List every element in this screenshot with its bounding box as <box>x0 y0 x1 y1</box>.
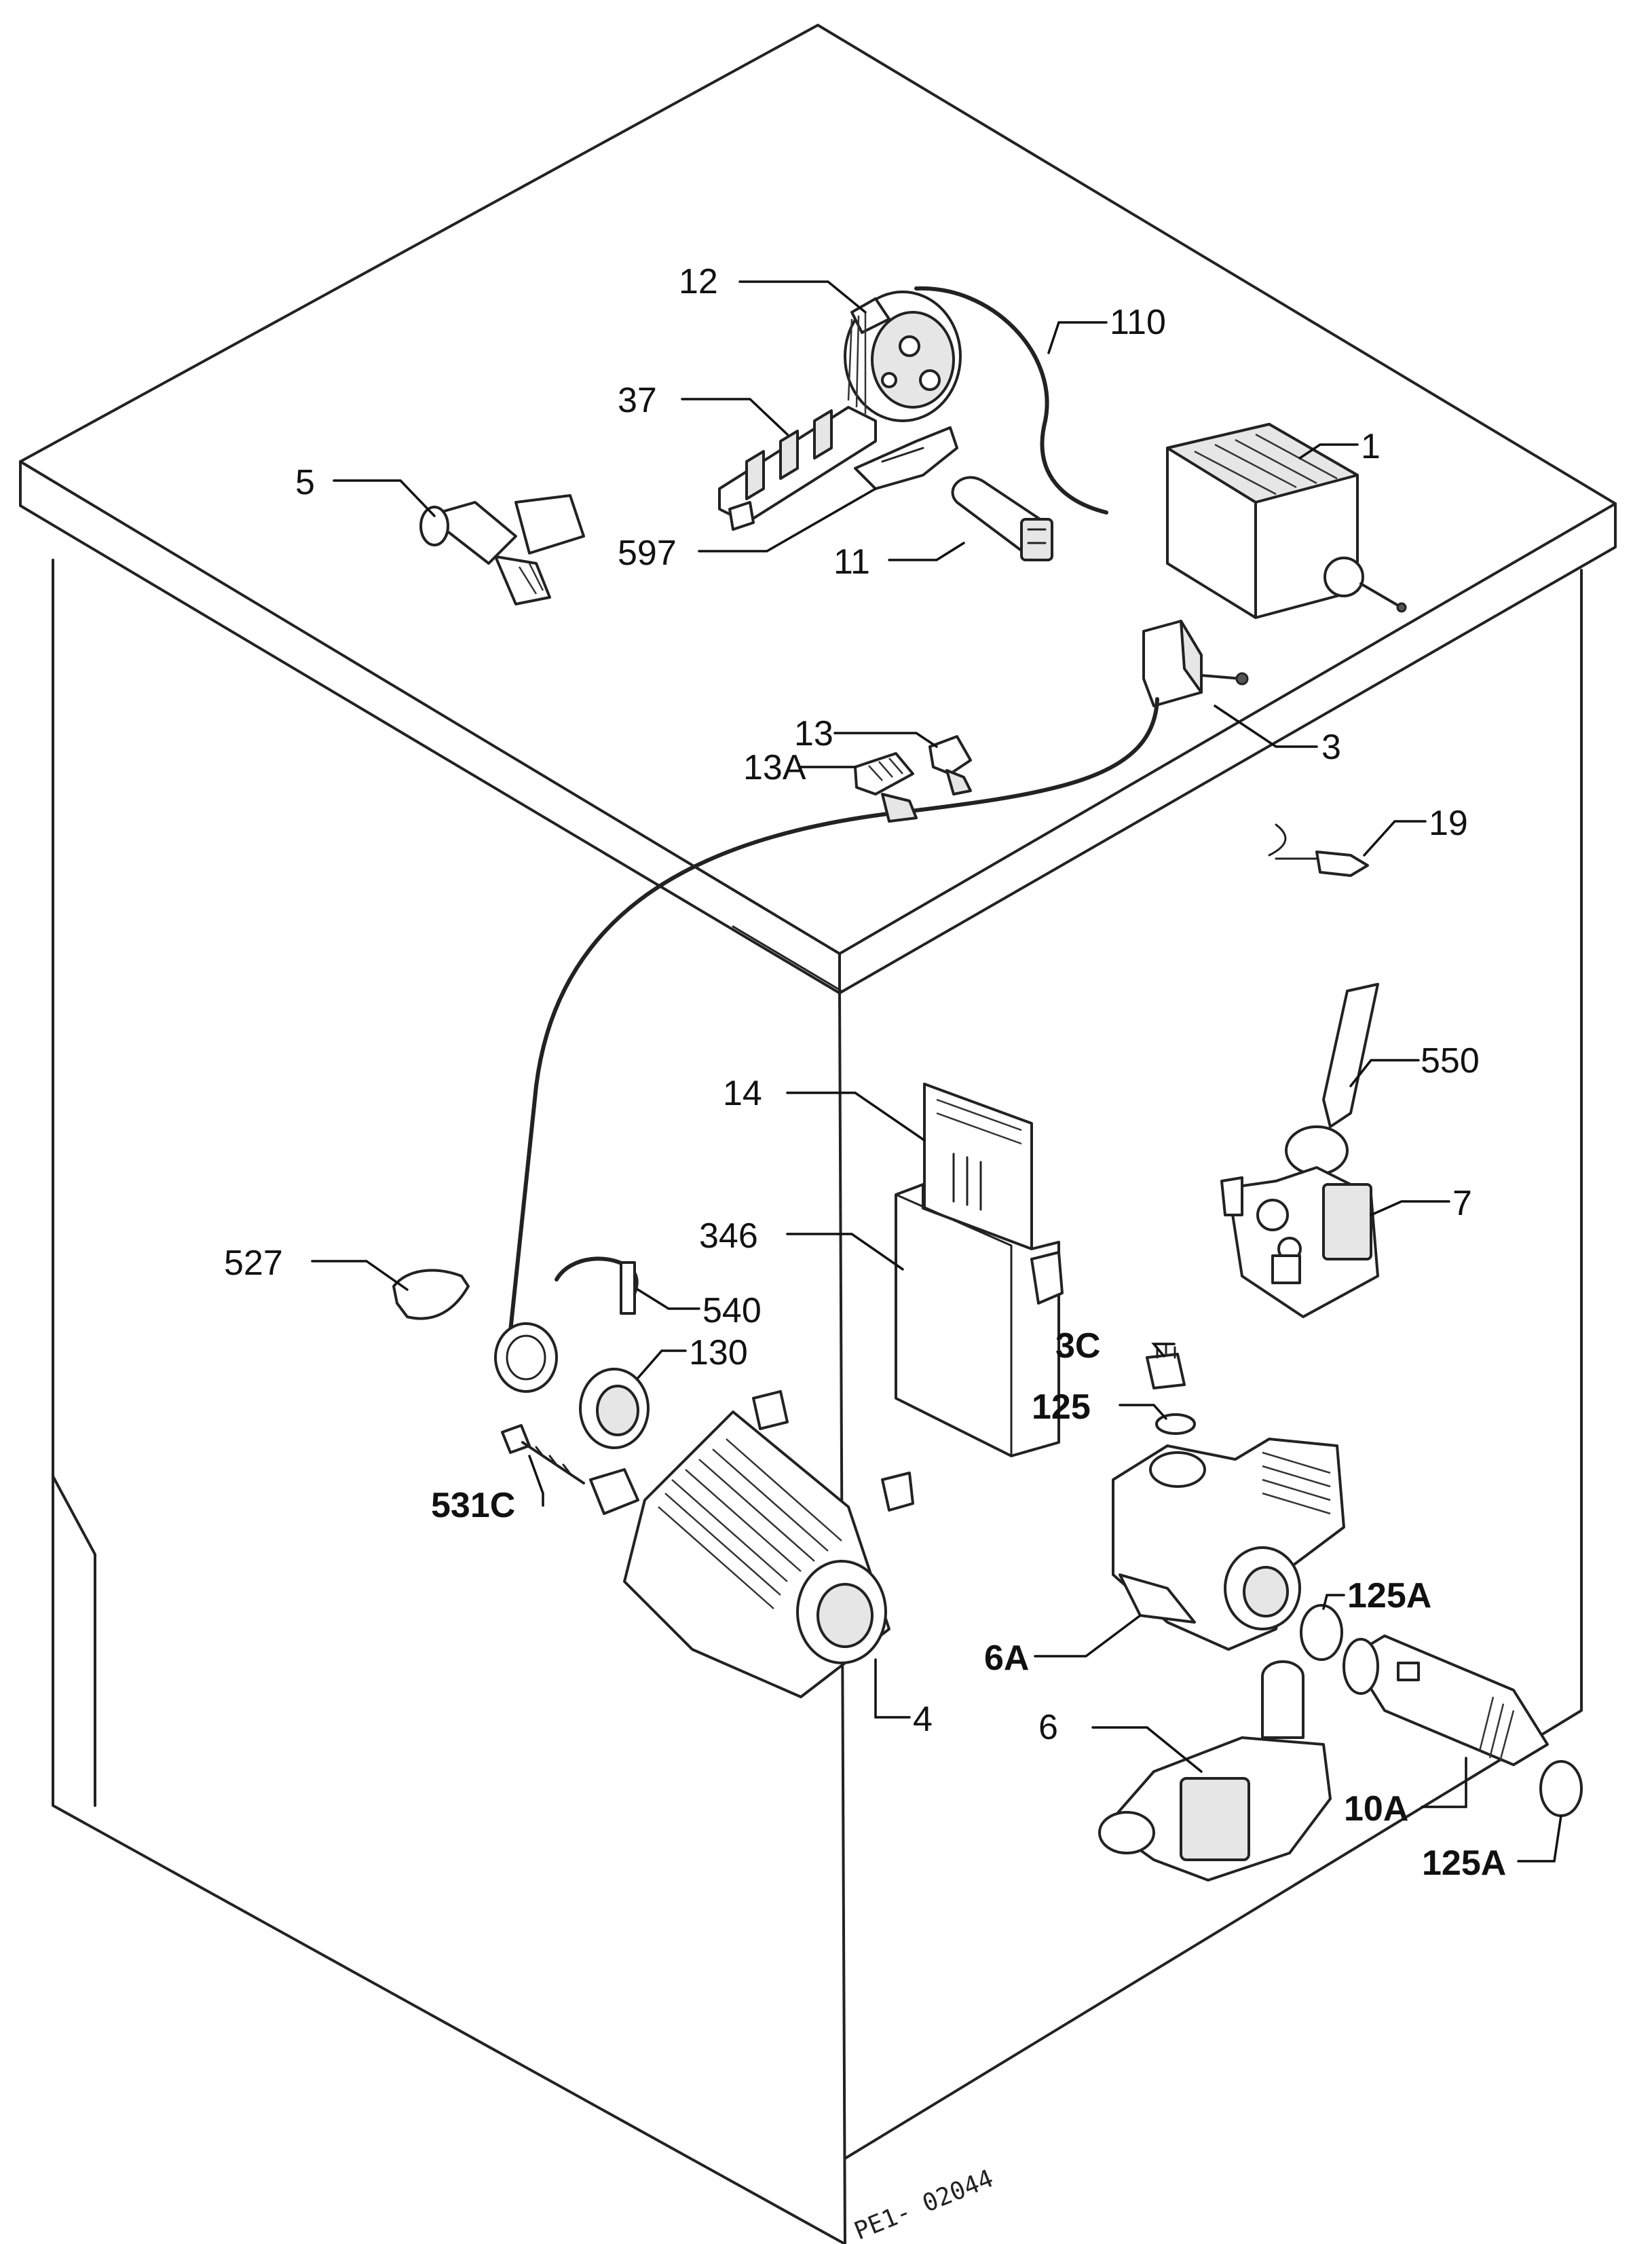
label-19: 19 <box>1429 804 1468 843</box>
label-6a: 6A <box>984 1639 1029 1678</box>
cable-grommet <box>494 1322 558 1393</box>
label-14: 14 <box>723 1074 762 1113</box>
bushing-part <box>579 1368 650 1449</box>
switch-cable <box>507 697 1159 1346</box>
door-lever-part <box>1285 983 1379 1176</box>
label-125: 125 <box>1032 1387 1091 1427</box>
label-110: 110 <box>1110 303 1166 342</box>
label-597: 597 <box>618 534 677 573</box>
label-527: 527 <box>224 1243 283 1283</box>
label-531c: 531C <box>431 1486 515 1525</box>
label-4: 4 <box>913 1700 933 1739</box>
screw-part <box>501 1424 585 1484</box>
clip-527-part <box>392 1269 470 1320</box>
label-11: 11 <box>833 542 870 582</box>
label-10a: 10A <box>1344 1789 1408 1829</box>
connector-13a-part <box>854 752 918 823</box>
filter-part <box>1343 1634 1549 1766</box>
label-12: 12 <box>679 262 718 301</box>
label-550: 550 <box>1421 1041 1480 1081</box>
seal-ring-125-part <box>1155 1413 1196 1435</box>
label-13a: 13A <box>743 748 806 787</box>
label-540: 540 <box>702 1291 762 1330</box>
programmer-timer-part <box>1166 423 1407 619</box>
hose-part <box>914 286 1108 515</box>
seal-ring-125a-1-part <box>1300 1604 1343 1661</box>
seal-ring-125a-2-part <box>1539 1760 1583 1817</box>
inlet-valve-part <box>419 494 585 605</box>
capacitor-part <box>951 476 1053 561</box>
label-1: 1 <box>1361 427 1381 466</box>
pump-housing-part <box>1112 1438 1345 1651</box>
cabinet-outline <box>19 24 1617 2244</box>
motor-part <box>589 1390 914 1698</box>
label-5: 5 <box>295 463 315 502</box>
label-7: 7 <box>1452 1184 1472 1223</box>
label-346: 346 <box>699 1216 758 1256</box>
temperature-sensor-part <box>1268 823 1369 877</box>
suppressor-cover-part <box>895 1183 1064 1457</box>
label-37: 37 <box>618 381 657 420</box>
label-6: 6 <box>1038 1708 1058 1747</box>
drawing-code: PE1- 02044 <box>850 2165 997 2244</box>
drain-pump-part <box>1098 1660 1332 1882</box>
terminal-block-part <box>718 406 877 531</box>
label-3: 3 <box>1321 728 1341 767</box>
label-13: 13 <box>794 714 833 753</box>
label-125a-2: 125A <box>1422 1844 1506 1883</box>
hose-clamp-part <box>555 1256 639 1315</box>
door-interlock-part <box>1220 1166 1379 1318</box>
connector-13-part <box>928 735 972 796</box>
sensor-3c-part <box>1146 1344 1186 1389</box>
pressure-switch-part <box>844 291 962 422</box>
label-130: 130 <box>689 1333 748 1372</box>
label-125a-1: 125A <box>1347 1576 1431 1615</box>
leader-lines <box>311 280 1562 1863</box>
part-labels: 12 110 37 1 5 597 11 13 13A 3 19 550 14 … <box>224 262 1506 2244</box>
switch-part <box>1142 620 1249 707</box>
label-3c: 3C <box>1055 1326 1100 1366</box>
